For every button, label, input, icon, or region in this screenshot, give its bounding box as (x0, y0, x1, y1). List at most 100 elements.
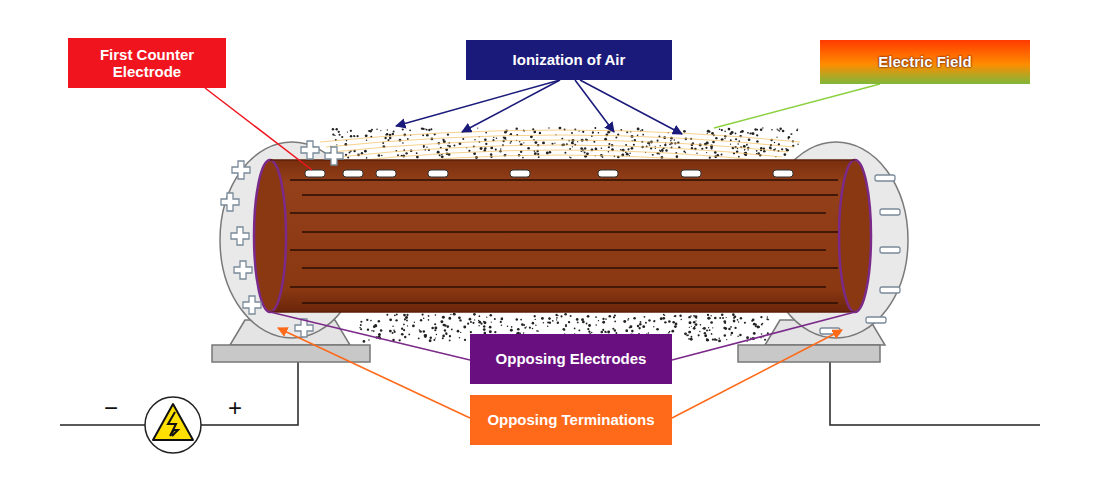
illustration-part (673, 139, 675, 141)
illustration-part (232, 161, 250, 179)
illustration-part (254, 160, 286, 312)
illustration-part (623, 320, 626, 323)
illustration-part (737, 336, 739, 338)
illustration-part (564, 313, 567, 316)
illustration-part (656, 328, 659, 331)
illustration-part (609, 315, 612, 318)
illustration-part (680, 319, 682, 321)
illustration-part (480, 147, 483, 150)
illustration-part (403, 329, 405, 331)
illustration-part (406, 314, 408, 316)
illustration-part (683, 150, 685, 152)
illustration-part (751, 320, 753, 322)
illustration-part (448, 317, 451, 320)
illustration-part (671, 330, 674, 333)
illustration-part (523, 324, 525, 326)
illustration-part (360, 321, 362, 323)
illustration-part (668, 320, 671, 323)
illustration-part (664, 321, 666, 323)
illustration-part (548, 317, 551, 320)
illustration-part (445, 332, 447, 334)
illustration-part (576, 318, 579, 321)
illustration-part (458, 316, 461, 319)
illustration-part (577, 141, 578, 142)
illustration-part (530, 135, 533, 138)
illustration-part (444, 324, 446, 326)
illustration-part (426, 146, 427, 147)
illustration-part (539, 132, 541, 134)
illustration-part (556, 319, 557, 320)
illustration-part (474, 139, 476, 141)
illustration-part (594, 127, 596, 129)
illustration-part (434, 327, 437, 330)
illustration-part (356, 135, 358, 137)
illustration-part (543, 322, 544, 323)
illustration-part (733, 318, 734, 319)
illustration-part (744, 149, 746, 151)
illustration-part (693, 315, 694, 316)
illustration-part (467, 323, 469, 325)
illustration-part (505, 139, 506, 140)
illustration-part (389, 318, 392, 321)
illustration-part (396, 314, 398, 316)
illustration-part (757, 326, 760, 329)
illustration-part (744, 322, 746, 324)
illustration-part (444, 329, 446, 331)
illustration-part (663, 314, 665, 316)
illustration-part (376, 170, 396, 177)
illustration-part (721, 313, 724, 316)
illustration-part (730, 334, 731, 335)
illustration-part (447, 134, 449, 136)
illustration-part (714, 84, 880, 128)
illustration-part (366, 157, 368, 159)
illustration-part (386, 314, 388, 316)
illustration-part (712, 338, 714, 340)
illustration-part (672, 312, 855, 360)
illustration-part (696, 153, 697, 154)
illustration-part (501, 318, 504, 321)
illustration-part (405, 152, 407, 154)
illustration-part (565, 325, 567, 327)
illustration-part (659, 150, 660, 151)
illustration-part (392, 325, 394, 327)
illustration-part (464, 339, 466, 341)
illustration-part (484, 147, 487, 150)
illustration-part (592, 131, 594, 133)
illustration-part (595, 324, 597, 326)
illustration-part (753, 323, 756, 326)
polarity-sign: − (104, 396, 118, 420)
illustration-part (665, 149, 667, 151)
illustration-part (712, 327, 713, 328)
illustration-part (416, 156, 419, 159)
illustration-part (609, 146, 610, 147)
illustration-part (587, 315, 590, 318)
illustration-part (690, 338, 693, 341)
illustration-part (231, 227, 249, 245)
illustration-part (644, 316, 646, 318)
polarity-sign: + (228, 396, 242, 420)
illustration-part (533, 131, 536, 134)
illustration-part (734, 315, 737, 318)
illustration-part (442, 335, 445, 338)
illustration-part (385, 134, 387, 136)
illustration-part (771, 129, 773, 131)
illustration-part (714, 151, 717, 154)
illustration-part (325, 147, 343, 165)
illustration-part (366, 139, 367, 140)
illustration-part (396, 80, 560, 126)
illustration-part (349, 152, 351, 154)
illustration-part (704, 334, 707, 337)
illustration-part (370, 320, 372, 322)
illustration-part (469, 318, 472, 321)
illustration-part (60, 424, 145, 426)
illustration-part (301, 141, 319, 159)
illustration-part (483, 328, 486, 331)
illustration-part (659, 145, 661, 147)
illustration-part (520, 319, 522, 321)
illustration-part (205, 88, 312, 170)
illustration-part (653, 321, 654, 322)
illustration-part (473, 313, 476, 316)
illustration-part (586, 323, 588, 325)
illustration-part (760, 316, 762, 318)
illustration-part (670, 140, 672, 142)
